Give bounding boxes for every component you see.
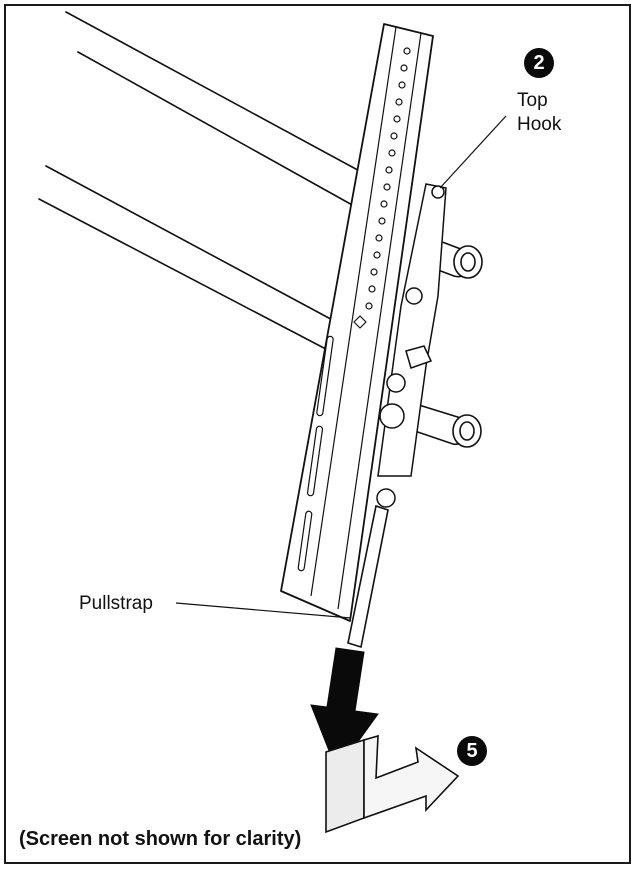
top-hook-leader-line [439, 115, 507, 189]
diagram-caption: (Screen not shown for clarity) [19, 828, 302, 850]
step-2-badge: 2 [524, 48, 554, 78]
top-hook-label-line2: Hook [517, 114, 562, 135]
hook-plate [376, 183, 447, 508]
diagram-frame: 2 Top Hook Pullstrap 5 (Screen not shown… [4, 4, 631, 864]
vertical-bracket [280, 23, 434, 622]
top-hook-label-line1: Top [517, 90, 548, 111]
mount-illustration [38, 11, 507, 834]
lower-wall-rail [38, 165, 354, 359]
upper-wall-rail [65, 11, 379, 212]
move-arrow-outline [325, 734, 460, 834]
pullstrap-strap [347, 504, 389, 649]
step-5-badge: 5 [457, 736, 487, 766]
pullstrap-label: Pullstrap [79, 593, 153, 614]
pullstrap-leader-line [175, 602, 352, 619]
